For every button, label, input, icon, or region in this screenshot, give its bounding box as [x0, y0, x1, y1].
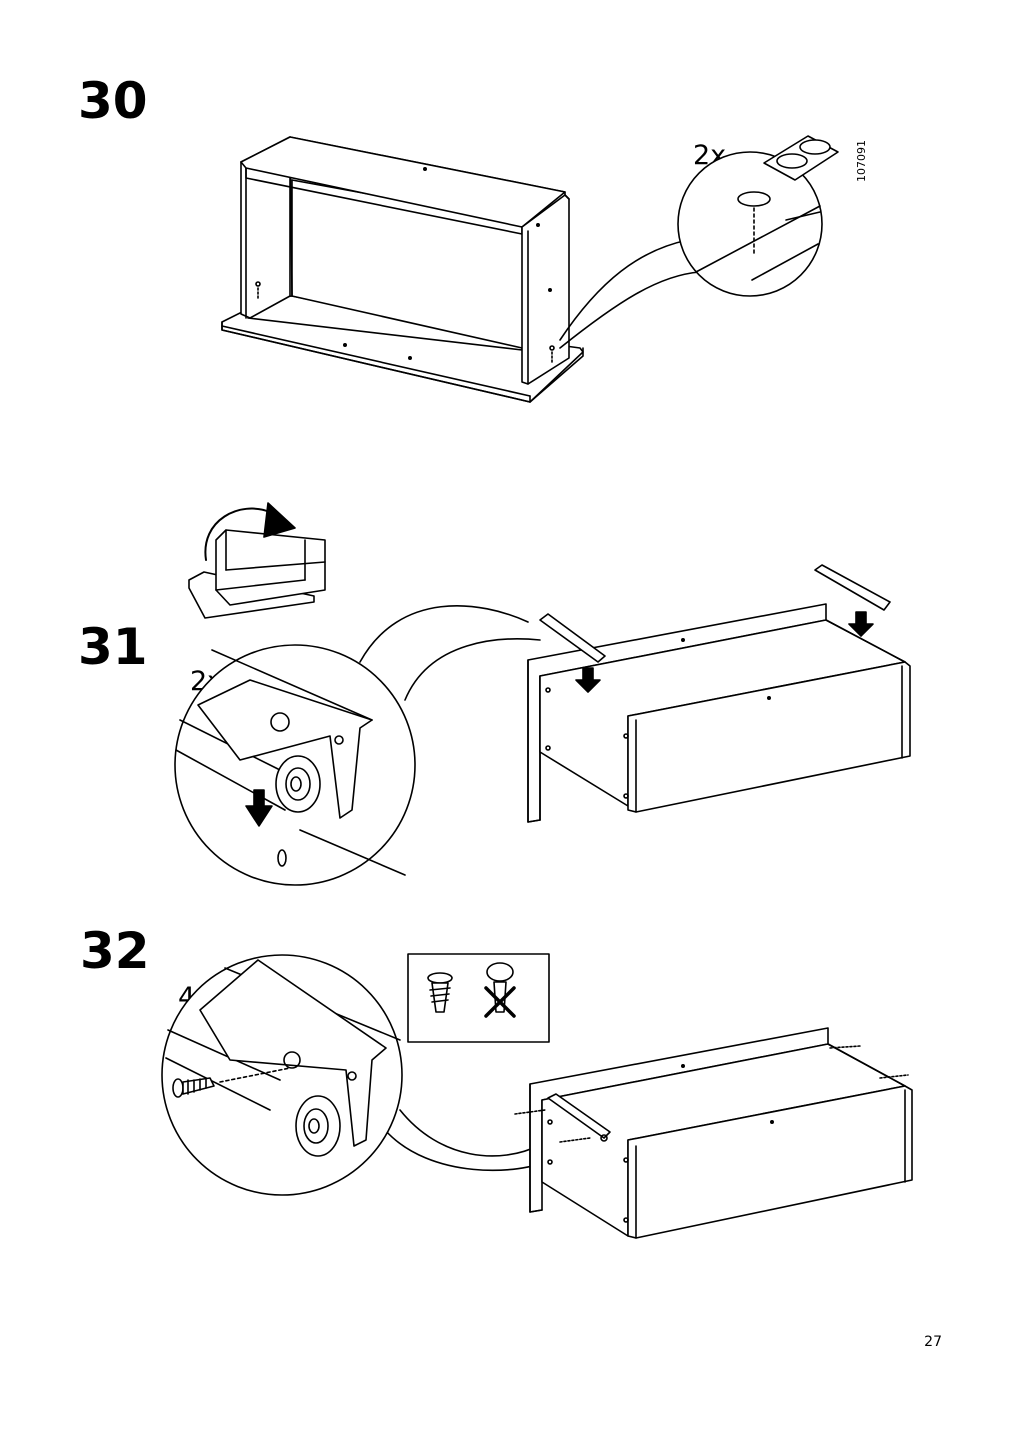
step-30-frame-illustration — [221, 135, 839, 403]
step-30-number: 30 — [78, 72, 148, 130]
step-32-detail-illustration — [161, 954, 551, 1196]
screw-icon — [172, 1077, 215, 1098]
down-arrow-icon — [245, 789, 273, 827]
felt-pad-icon — [737, 191, 771, 207]
page-number: 27 — [924, 1334, 942, 1350]
step-31-detail-illustration — [174, 605, 541, 886]
step-31-drawer-illustration — [527, 564, 911, 823]
step-32-drawer-illustration — [514, 1027, 913, 1239]
step-31-number: 31 — [78, 618, 148, 676]
screw-panel — [407, 953, 550, 1043]
screw-ok-icon — [427, 972, 453, 1013]
rotate-arrow-icon — [188, 502, 326, 619]
step-32-number: 32 — [80, 922, 150, 980]
crossed-screw-icon — [484, 962, 516, 1018]
